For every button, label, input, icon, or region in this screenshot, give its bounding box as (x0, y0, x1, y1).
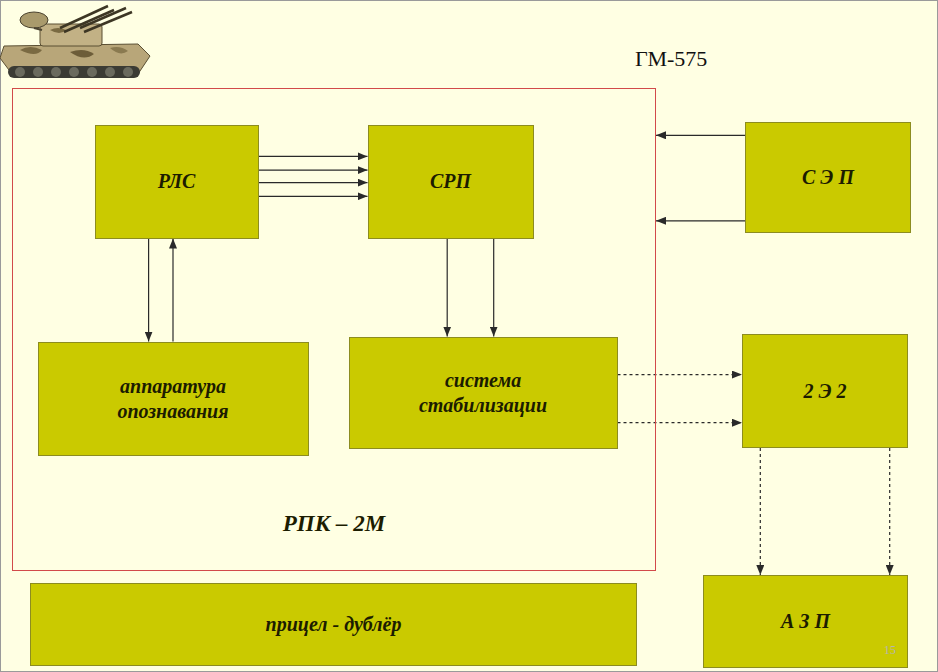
signal-arrow (447, 239, 448, 337)
signal-arrow (259, 196, 368, 197)
signal-arrow (259, 156, 368, 157)
box-label: система стабилизации (398, 368, 568, 418)
page-number: 15 (884, 643, 896, 658)
unit-box: СРП (368, 125, 534, 239)
unit-box: прицел - дублёр (30, 583, 637, 666)
unit-box: аппаратура опознавания (38, 342, 309, 456)
vehicle-label: ГМ-575 (635, 46, 707, 72)
box-label: С Э П (802, 165, 854, 190)
signal-arrow (259, 182, 368, 183)
box-label: А З П (781, 609, 830, 634)
signal-arrow (760, 448, 761, 575)
system-region: РПК – 2М РЛС СРП аппаратура опознавания сист… (12, 88, 656, 571)
box-label: 2 Э 2 (803, 379, 846, 404)
unit-box: А З П (703, 575, 908, 668)
signal-arrow (172, 239, 173, 342)
signal-arrow (493, 239, 494, 337)
signal-arrow (618, 374, 743, 375)
unit-box: С Э П (745, 122, 911, 233)
tank-picture (0, 6, 150, 78)
box-label: прицел - дублёр (266, 612, 402, 637)
unit-box: 2 Э 2 (742, 334, 908, 448)
signal-arrow (656, 135, 745, 136)
signal-arrow (148, 239, 149, 342)
signal-arrow (618, 422, 743, 423)
region-title: РПК – 2М (13, 511, 655, 537)
unit-box: система стабилизации (349, 337, 618, 449)
unit-box: РЛС (95, 125, 259, 239)
box-label: РЛС (158, 169, 196, 194)
box-label: СРП (430, 169, 471, 194)
signal-arrow (889, 448, 890, 575)
box-label: аппаратура опознавания (98, 374, 248, 424)
signal-arrow (656, 220, 745, 221)
signal-arrow (259, 170, 368, 171)
